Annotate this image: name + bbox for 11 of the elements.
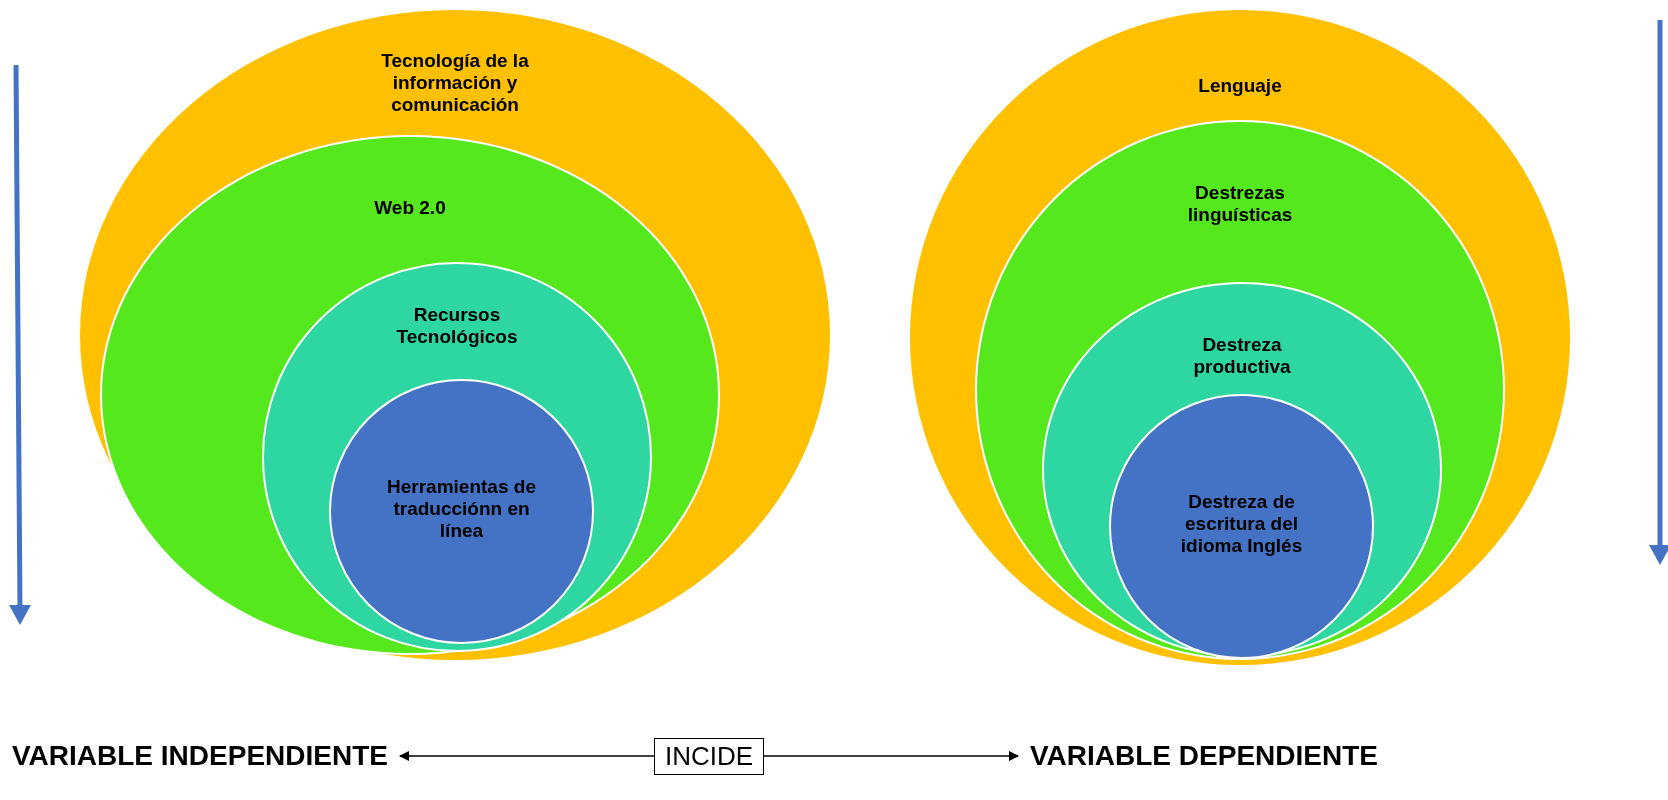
circle-label: Tecnología de la información y comunicación [380,50,530,116]
circle-label: Herramientas de traducciónn en línea [386,476,537,542]
circle-label: Destreza productiva [1192,334,1292,378]
edge-label: INCIDE [654,737,765,775]
circle-label: Destrezas linguísticas [1186,182,1294,226]
circle-label: Lenguaje [1198,75,1282,97]
circle-label: Recursos Tecnológicos [395,304,519,348]
circle-label: Destreza de escritura del idioma Inglés [1179,491,1304,557]
circle-label: Web 2.0 [374,197,446,219]
variable-label: VARIABLE INDEPENDIENTE [12,740,388,772]
variable-label: VARIABLE DEPENDIENTE [1030,740,1378,772]
